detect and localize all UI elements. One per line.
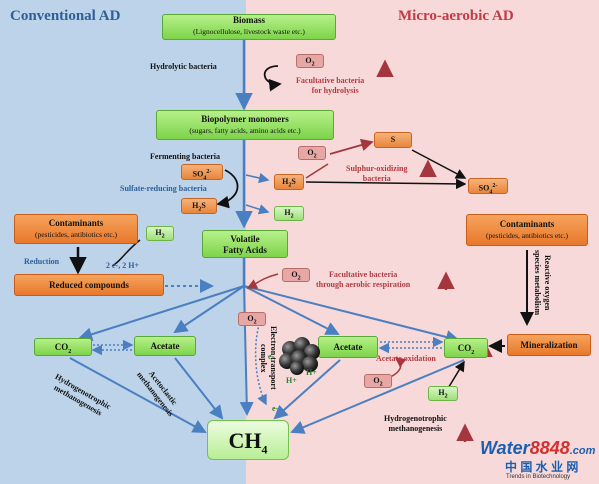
facultative-aerobic-line2: through aerobic respiration — [316, 280, 411, 289]
h2-subscript: 2 — [444, 393, 448, 400]
source-label: Trends in Biotechnology — [506, 474, 571, 480]
hydrogenotrophic-right-line2: methanogenesis — [388, 424, 443, 433]
hydrolytic-label: Hydrolytic bacteria — [150, 62, 217, 71]
contaminants-left-title: Contaminants — [48, 218, 104, 228]
o2-chip-hydrolysis: O2 — [296, 54, 324, 68]
sulfur-chip: S — [374, 132, 412, 148]
ros-line1: Reactive oxygen — [543, 254, 552, 311]
o2-subscript: 2 — [379, 381, 383, 388]
reduction-label: Reduction — [24, 257, 60, 266]
h2-chip-mid: H2 — [274, 206, 304, 221]
electron-transport-line1: Electron transport — [269, 326, 278, 390]
electrons-label: 2 e-, 2 H+ — [106, 261, 139, 270]
monomers-box: Biopolymer monomers (sugars, fatty acids… — [156, 110, 334, 140]
sulphur-oxidizing-label: Sulphur-oxidizing bacteria — [346, 164, 408, 184]
arrow-hub-to-ch4 — [239, 285, 254, 416]
sulphur-oxidizing-line1: Sulphur-oxidizing — [346, 164, 408, 173]
granule-icon — [279, 337, 320, 375]
facultative-aerobic-label: Facultative bacteria through aerobic res… — [316, 270, 410, 290]
facultative-hydrolysis-line1: Facultative bacteria — [296, 76, 365, 85]
co2-left-subscript: 2 — [68, 348, 72, 355]
o2-subscript: 2 — [311, 61, 315, 68]
vfa-box: Volatile Fatty Acids — [202, 230, 288, 258]
o2-subscript: 2 — [297, 275, 301, 282]
o2-subscript: 2 — [313, 153, 317, 160]
biomass-subtitle: (Lignocellulose, livestock waste etc.) — [193, 27, 305, 36]
micro-aerobic-ad-title: Micro-aerobic AD — [398, 8, 514, 24]
electron-transport-line2: complex — [259, 343, 268, 373]
arrow-acetate-right-to-ch4 — [273, 359, 341, 420]
acetate-oxidation-label: Acetate oxidation — [376, 354, 436, 363]
facultative-hydrolysis-label: Facultative bacteria for hydrolysis — [296, 76, 364, 96]
reduced-compounds-box: Reduced compounds — [14, 274, 164, 296]
so4-subscript: 4 — [203, 175, 207, 182]
contaminants-left-box: Contaminants (pesticides, antibiotics et… — [14, 214, 138, 244]
ros-line2: species metabolism — [533, 250, 542, 316]
so4-chip-left: SO42- — [181, 164, 223, 182]
arrow-co2-left-to-ch4 — [69, 357, 207, 433]
contaminants-right-box: Contaminants (pesticides, antibiotics et… — [466, 214, 588, 246]
contaminants-right-subtitle: (pesticides, antibiotics etc.) — [485, 231, 569, 240]
co2-right-box: CO2 — [444, 338, 488, 358]
monomers-title: Biopolymer monomers — [201, 114, 289, 124]
o2-chip-electron: O2 — [238, 312, 266, 326]
so4-subscript: 4 — [489, 189, 493, 196]
sulphur-oxidizing-line2: bacteria — [362, 174, 391, 183]
h2-chip-right: H2 — [428, 386, 458, 401]
arrow-hub-to-co2-right — [243, 285, 460, 344]
brand-dotcom: .com — [569, 445, 596, 457]
biomass-box: Biomass (Lignocellulose, livestock waste… — [162, 14, 336, 40]
vfa-line1: Volatile — [230, 234, 260, 244]
h2-chip-left: H2 — [146, 226, 174, 241]
hydrogenotrophic-right-label: Hydrogenotrophic methanogenesis — [384, 414, 447, 434]
fermenting-label: Fermenting bacteria — [150, 152, 220, 161]
co2-left-box: CO2 — [34, 338, 92, 356]
ch4-subscript: 4 — [261, 442, 268, 457]
brand-logo: Water8848.com — [480, 438, 595, 459]
brand-chinese: 中 国 水 业 网 — [505, 460, 579, 474]
arrow-co2-right-to-ch4 — [290, 359, 465, 434]
h2-subscript: 2 — [161, 233, 165, 240]
proton-label-a: H+ — [286, 376, 297, 385]
proton-label-b: H+ — [306, 368, 317, 377]
o2-chip-acetate: O2 — [364, 374, 392, 388]
hydrogenotrophic-right-line1: Hydrogenotrophic — [384, 414, 447, 423]
o2-chip-respiration: O2 — [282, 268, 310, 282]
conventional-ad-title: Conventional AD — [10, 8, 121, 24]
ch4-box: CH4 — [207, 420, 289, 460]
contaminants-right-title: Contaminants — [499, 219, 555, 229]
electron-transport-label: Electron transport complex — [258, 326, 278, 390]
biomass-title: Biomass — [232, 15, 265, 25]
electron-label-a: e- — [268, 352, 275, 361]
arrow-hub-to-acetate-right — [243, 285, 340, 335]
h2s-chip-left: H2S — [181, 198, 217, 214]
o2-subscript: 2 — [253, 319, 257, 326]
so4-charge: 2- — [206, 169, 212, 175]
o2-chip-sulfur: O2 — [298, 146, 326, 160]
h2s-chip-right: H2S — [274, 174, 304, 190]
so4-chip-right: SO42- — [468, 178, 508, 196]
facultative-aerobic-line1: Facultative bacteria — [329, 270, 398, 279]
electron-label-b: e- — [272, 404, 279, 413]
mineralization-box: Mineralization — [507, 334, 591, 356]
facultative-hydrolysis-line2: for hydrolysis — [311, 86, 359, 95]
h2s-subscript: 2 — [288, 182, 292, 189]
brand-water: Water — [480, 438, 530, 458]
contaminants-left-subtitle: (pesticides, antibiotics etc.) — [34, 230, 118, 239]
vfa-line2: Fatty Acids — [223, 245, 267, 255]
monomers-subtitle: (sugars, fatty acids, amino acids etc.) — [189, 126, 301, 135]
arrow-hub-to-acetate-left — [173, 285, 245, 334]
brand-number: 8848 — [529, 438, 570, 458]
h2s-subscript: 2 — [198, 206, 202, 213]
h2-subscript: 2 — [290, 213, 294, 220]
so4-charge: 2- — [492, 183, 498, 189]
acetate-right-box: Acetate — [318, 336, 378, 358]
sulfate-reducing-label: Sulfate-reducing bacteria — [120, 184, 207, 193]
co2-right-subscript: 2 — [471, 349, 475, 356]
acetate-left-box: Acetate — [134, 336, 196, 356]
arrow-hub-to-co2-left — [78, 285, 245, 342]
ros-metabolism-label: Reactive oxygen species metabolism — [532, 250, 552, 315]
arrow-acetate-left-to-ch4 — [174, 357, 224, 420]
